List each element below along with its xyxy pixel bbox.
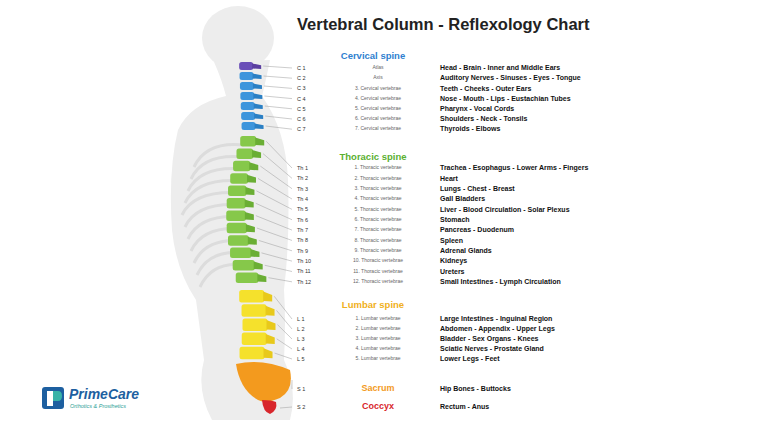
organ-list: Spleen xyxy=(440,237,463,245)
organ-list: Head - Brain - Inner and Middle Ears xyxy=(440,64,560,72)
vertebra-name: 5. Cervical vertebrae xyxy=(355,106,401,112)
body-silhouette xyxy=(171,6,293,420)
organ-list: Ureters xyxy=(440,268,465,276)
vertebra-code: C 7 xyxy=(297,126,306,132)
vertebra-code: L 3 xyxy=(297,336,304,342)
vertebra-code: C 4 xyxy=(297,96,306,102)
section-heading: Lumbar spine xyxy=(342,300,404,310)
vertebra-code: Th 1 xyxy=(297,165,308,171)
section-heading: Thoracic spine xyxy=(339,152,406,162)
organ-list: Large Intestines - Inguinal Region xyxy=(440,315,552,323)
logo-icon xyxy=(42,387,64,409)
vertebra-name: Atlas xyxy=(372,65,383,71)
vertebra-name: 3. Thoracic vertebrae xyxy=(354,186,401,192)
organ-list: Liver - Blood Circulation - Solar Plexus xyxy=(440,206,570,214)
organ-list: Auditory Nerves - Sinuses - Eyes - Tongu… xyxy=(440,74,581,82)
vertebra-code: C 2 xyxy=(297,75,306,81)
vertebra-code: Th 9 xyxy=(297,248,308,254)
region-name: Coccyx xyxy=(362,402,394,412)
vertebra-name: 9. Thoracic vertebrae xyxy=(354,248,401,254)
chart-title: Vertebral Column - Reflexology Chart xyxy=(297,15,589,33)
vertebra-name: 1. Thoracic vertebrae xyxy=(354,165,401,171)
vertebra-name: 3. Cervical vertebrae xyxy=(355,86,401,92)
vertebra-code: Th 8 xyxy=(297,237,308,243)
vertebra-name: 10. Thoracic vertebrae xyxy=(353,258,403,264)
vertebra-code: L 1 xyxy=(297,316,304,322)
organ-list: Lungs - Chest - Breast xyxy=(440,185,515,193)
organ-list: Nose - Mouth - Lips - Eustachian Tubes xyxy=(440,95,571,103)
organ-list: Heart xyxy=(440,175,458,183)
vertebra-code: L 2 xyxy=(297,326,304,332)
organ-list: Lower Legs - Feet xyxy=(440,355,500,363)
vertebra-name: 4. Cervical vertebrae xyxy=(355,96,401,102)
organ-list: Shoulders - Neck - Tonsils xyxy=(440,115,527,123)
vertebra-code: Th 10 xyxy=(297,258,311,264)
organ-list: Small Intestines - Lymph Circulation xyxy=(440,278,561,286)
organ-list: Trachea - Esophagus - Lower Arms - Finge… xyxy=(440,164,588,172)
organ-list: Teeth - Cheeks - Outer Ears xyxy=(440,85,531,93)
organ-list: Adrenal Glands xyxy=(440,247,492,255)
vertebra-name: 4. Thoracic vertebrae xyxy=(354,196,401,202)
section-heading: Cervical spine xyxy=(341,51,405,61)
vertebra-code: S 2 xyxy=(297,404,305,410)
vertebra-code: Th 3 xyxy=(297,186,308,192)
organ-list: Gall Bladders xyxy=(440,195,485,203)
organ-list: Abdomen - Appendix - Upper Legs xyxy=(440,325,555,333)
vertebra-code: C 3 xyxy=(297,85,306,91)
vertebra-name: 5. Thoracic vertebrae xyxy=(354,207,401,213)
vertebra-code: Th 4 xyxy=(297,196,308,202)
vertebra-name: 2. Thoracic vertebrae xyxy=(354,176,401,182)
vertebra-code: Th 7 xyxy=(297,227,308,233)
vertebra-code: C 5 xyxy=(297,106,306,112)
vertebra-code: Th 11 xyxy=(297,268,311,274)
vertebra-name: 11. Thoracic vertebrae xyxy=(353,269,403,275)
vertebra-name: 7. Cervical vertebrae xyxy=(355,126,401,132)
vertebra-name: 4. Lumbar vertebrae xyxy=(355,346,400,352)
vertebra-code: C 1 xyxy=(297,65,306,71)
vertebra-name: 6. Thoracic vertebrae xyxy=(354,217,401,223)
organ-list: Kidneys xyxy=(440,257,467,265)
vertebral-column xyxy=(226,62,291,414)
vertebra-code: Th 6 xyxy=(297,217,308,223)
organ-list: Pancreas - Duodenum xyxy=(440,226,514,234)
vertebra-name: 7. Thoracic vertebrae xyxy=(354,227,401,233)
logo-name: PrimeCare xyxy=(69,387,139,402)
organ-list: Thyroids - Elbows xyxy=(440,125,500,133)
vertebra-code: Th 5 xyxy=(297,206,308,212)
vertebra-name: 2. Lumbar vertebrae xyxy=(355,326,400,332)
organ-list: Hip Bones - Buttocks xyxy=(440,385,511,393)
vertebra-code: L 4 xyxy=(297,346,304,352)
organ-list: Bladder - Sex Organs - Knees xyxy=(440,335,538,343)
vertebra-name: 5. Lumbar vertebrae xyxy=(355,356,400,362)
vertebra-code: Th 2 xyxy=(297,175,308,181)
vertebra-name: 12. Thoracic vertebrae xyxy=(353,279,403,285)
vertebra-code: L 5 xyxy=(297,356,304,362)
organ-list: Stomach xyxy=(440,216,470,224)
vertebra-name: 3. Lumbar vertebrae xyxy=(355,336,400,342)
organ-list: Pharynx - Vocal Cords xyxy=(440,105,514,113)
vertebra-code: C 6 xyxy=(297,116,306,122)
vertebra-code: Th 12 xyxy=(297,279,311,285)
vertebra-name: 8. Thoracic vertebrae xyxy=(354,238,401,244)
vertebra-name: Axis xyxy=(373,75,382,81)
vertebra-name: 6. Cervical vertebrae xyxy=(355,116,401,122)
organ-list: Sciatic Nerves - Prostate Gland xyxy=(440,345,544,353)
vertebra-name: 1. Lumbar vertebrae xyxy=(355,316,400,322)
logo-tagline: Orthotics & Prosthetics xyxy=(70,403,126,409)
region-name: Sacrum xyxy=(361,384,394,394)
vertebra-code: S 1 xyxy=(297,386,305,392)
organ-list: Rectum - Anus xyxy=(440,403,489,411)
